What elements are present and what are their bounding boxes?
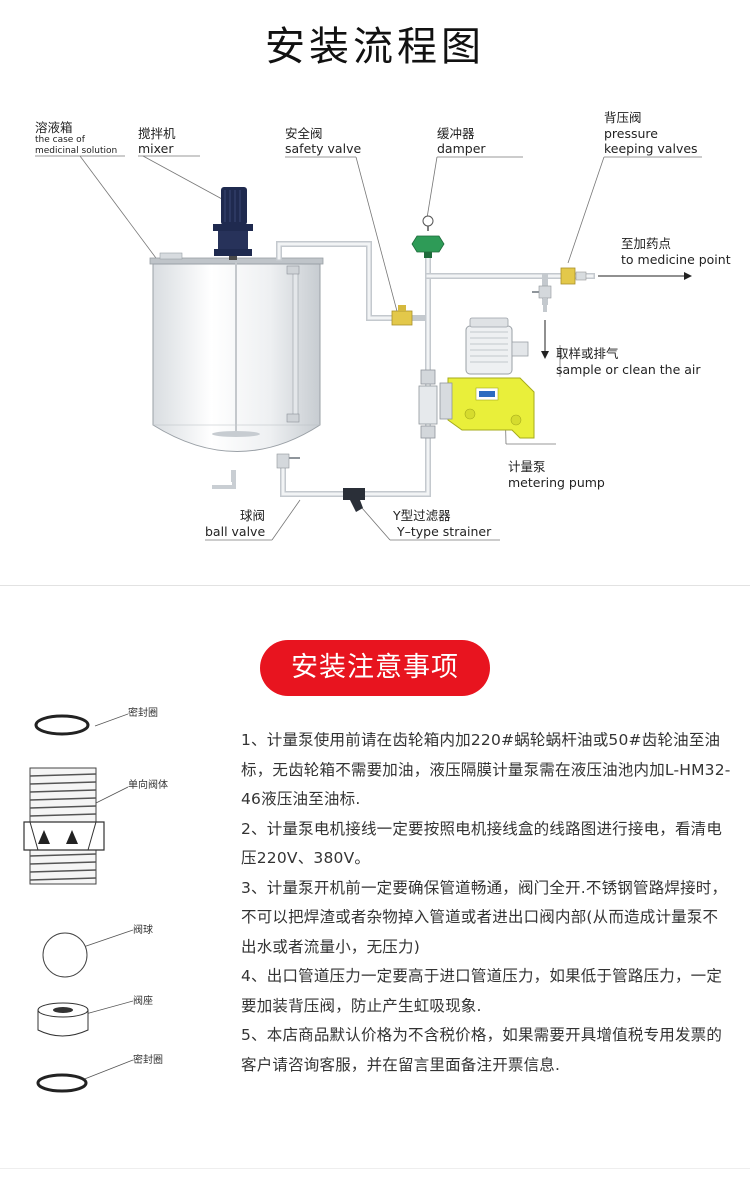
pump-label-cn: 计量泵 (508, 459, 546, 474)
mixer-motor (213, 187, 253, 260)
tank-label-en2: medicinal solution (35, 146, 118, 156)
ball-valve (276, 453, 300, 469)
part-label-ball: 阀球 (133, 925, 153, 936)
part-label-seal-bottom: 密封圈 (133, 1055, 163, 1066)
valve-seat (37, 1002, 89, 1037)
part-label-check-valve: 单向阀体 (128, 780, 168, 791)
ball-valve-label-en: ball valve (205, 524, 266, 539)
page-title: 安装流程图 (265, 24, 485, 70)
sample-valve (532, 285, 552, 312)
dosing-label-en: to medicine point (621, 252, 731, 267)
section-divider (0, 585, 750, 586)
damper (411, 215, 445, 258)
note-item: 2、计量泵电机接线一定要按照电机接线盒的线路图进行接电，看清电压220V、380… (241, 819, 723, 868)
damper-label-en: damper (437, 141, 486, 156)
ball-valve-label-cn: 球阀 (240, 508, 266, 523)
valve-parts-illustration: 密封圈 单向阀体 阀球 阀座 密封圈 (0, 700, 220, 1140)
damper-label-cn: 缓冲器 (437, 126, 475, 141)
y-strainer (343, 488, 365, 512)
note-item: 3、计量泵开机前一定要确保管道畅通，阀门全开.不锈钢管路焊接时，不可以把焊渣或者… (241, 878, 728, 956)
parts-svg (23, 713, 134, 1093)
note-item: 1、计量泵使用前请在齿轮箱内加220#蜗轮蜗杆油或50#齿轮油至油标，无齿轮箱不… (241, 731, 731, 808)
pipework (276, 241, 595, 497)
strainer-label-cn: Y型过滤器 (393, 508, 451, 523)
strainer-label-en: Y–type strainer (397, 524, 492, 539)
check-valve-body (23, 767, 105, 885)
bottom-divider (0, 1168, 750, 1169)
section-title-badge: 安装注意事项 (260, 640, 490, 696)
installation-diagram: 溶液箱 the case of medicinal solution 搅拌机 m… (0, 95, 750, 555)
safety-valve-label-cn: 安全阀 (285, 126, 323, 141)
solution-tank (149, 252, 324, 489)
pump-label-en: metering pump (508, 475, 605, 490)
seal-top-ring (34, 714, 90, 736)
diagram-svg (35, 155, 702, 541)
dosing-label-cn: 至加药点 (621, 236, 672, 251)
sample-label-cn: 取样或排气 (556, 346, 619, 361)
valve-ball (42, 932, 88, 978)
backpressure-label-en1: pressure (604, 126, 658, 141)
metering-pump (418, 317, 535, 439)
safety-valve (391, 305, 413, 326)
tank-label-cn: 溶液箱 (35, 120, 73, 135)
back-pressure-valve (560, 267, 587, 285)
note-item: 4、出口管道压力一定要高于进口管道压力，如果低于管路压力，一定要加装背压阀，防止… (241, 967, 723, 1015)
safety-valve-label-en: safety valve (285, 141, 362, 156)
note-item: 5、本店商品默认价格为不含税价格，如果需要开具增值税专用发票的客户请咨询客服，并… (241, 1026, 723, 1074)
sample-label-en: sample or clean the air (556, 362, 701, 377)
mixer-label-cn: 搅拌机 (138, 126, 176, 141)
part-label-seat: 阀座 (133, 996, 153, 1007)
backpressure-label-cn: 背压阀 (604, 110, 642, 125)
installation-notes: 1、计量泵使用前请在齿轮箱内加220#蜗轮蜗杆油或50#齿轮油至油标，无齿轮箱不… (241, 726, 731, 1080)
seal-bottom-ring (36, 1073, 88, 1093)
tank-label-en1: the case of (35, 135, 85, 145)
part-label-seal-top: 密封圈 (128, 708, 158, 719)
mixer-label-en: mixer (138, 141, 174, 156)
leader-lines (35, 155, 702, 541)
backpressure-label-en2: keeping valves (604, 141, 698, 156)
